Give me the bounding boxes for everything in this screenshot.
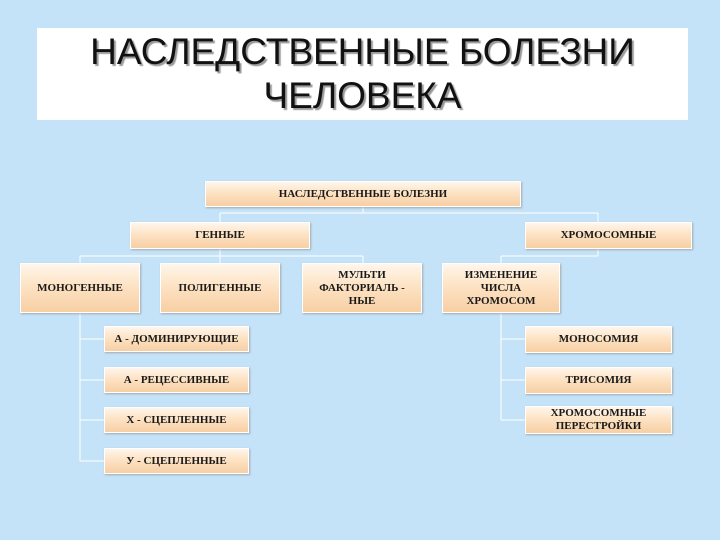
node-number-change: ИЗМЕНЕНИЕ ЧИСЛА ХРОМОСОМ [442,263,560,313]
node-a-dominant: А - ДОМИНИРУЮЩИЕ [104,326,249,352]
node-monogenic: МОНОГЕННЫЕ [20,263,140,313]
node-a-recessive: А - РЕЦЕССИВНЫЕ [104,367,249,393]
node-trisomy: ТРИСОМИЯ [525,367,672,394]
node-monosomy: МОНОСОМИЯ [525,326,672,353]
title-box: НАСЛЕДСТВЕННЫЕ БОЛЕЗНИ ЧЕЛОВЕКА [37,28,688,120]
node-polygenic: ПОЛИГЕННЫЕ [160,263,280,313]
node-x-linked: Х - СЦЕПЛЕННЫЕ [104,407,249,433]
node-gene: ГЕННЫЕ [130,222,310,249]
node-chromosomal: ХРОМОСОМНЫЕ [525,222,692,249]
node-multifactorial: МУЛЬТИ ФАКТОРИАЛЬ - НЫЕ [302,263,422,313]
node-chromosome-rearrangements: ХРОМОСОМНЫЕ ПЕРЕСТРОЙКИ [525,406,672,434]
node-hereditary-diseases: НАСЛЕДСТВЕННЫЕ БОЛЕЗНИ [205,181,521,207]
page-title: НАСЛЕДСТВЕННЫЕ БОЛЕЗНИ ЧЕЛОВЕКА [90,31,635,116]
node-y-linked: У - СЦЕПЛЕННЫЕ [104,448,249,474]
